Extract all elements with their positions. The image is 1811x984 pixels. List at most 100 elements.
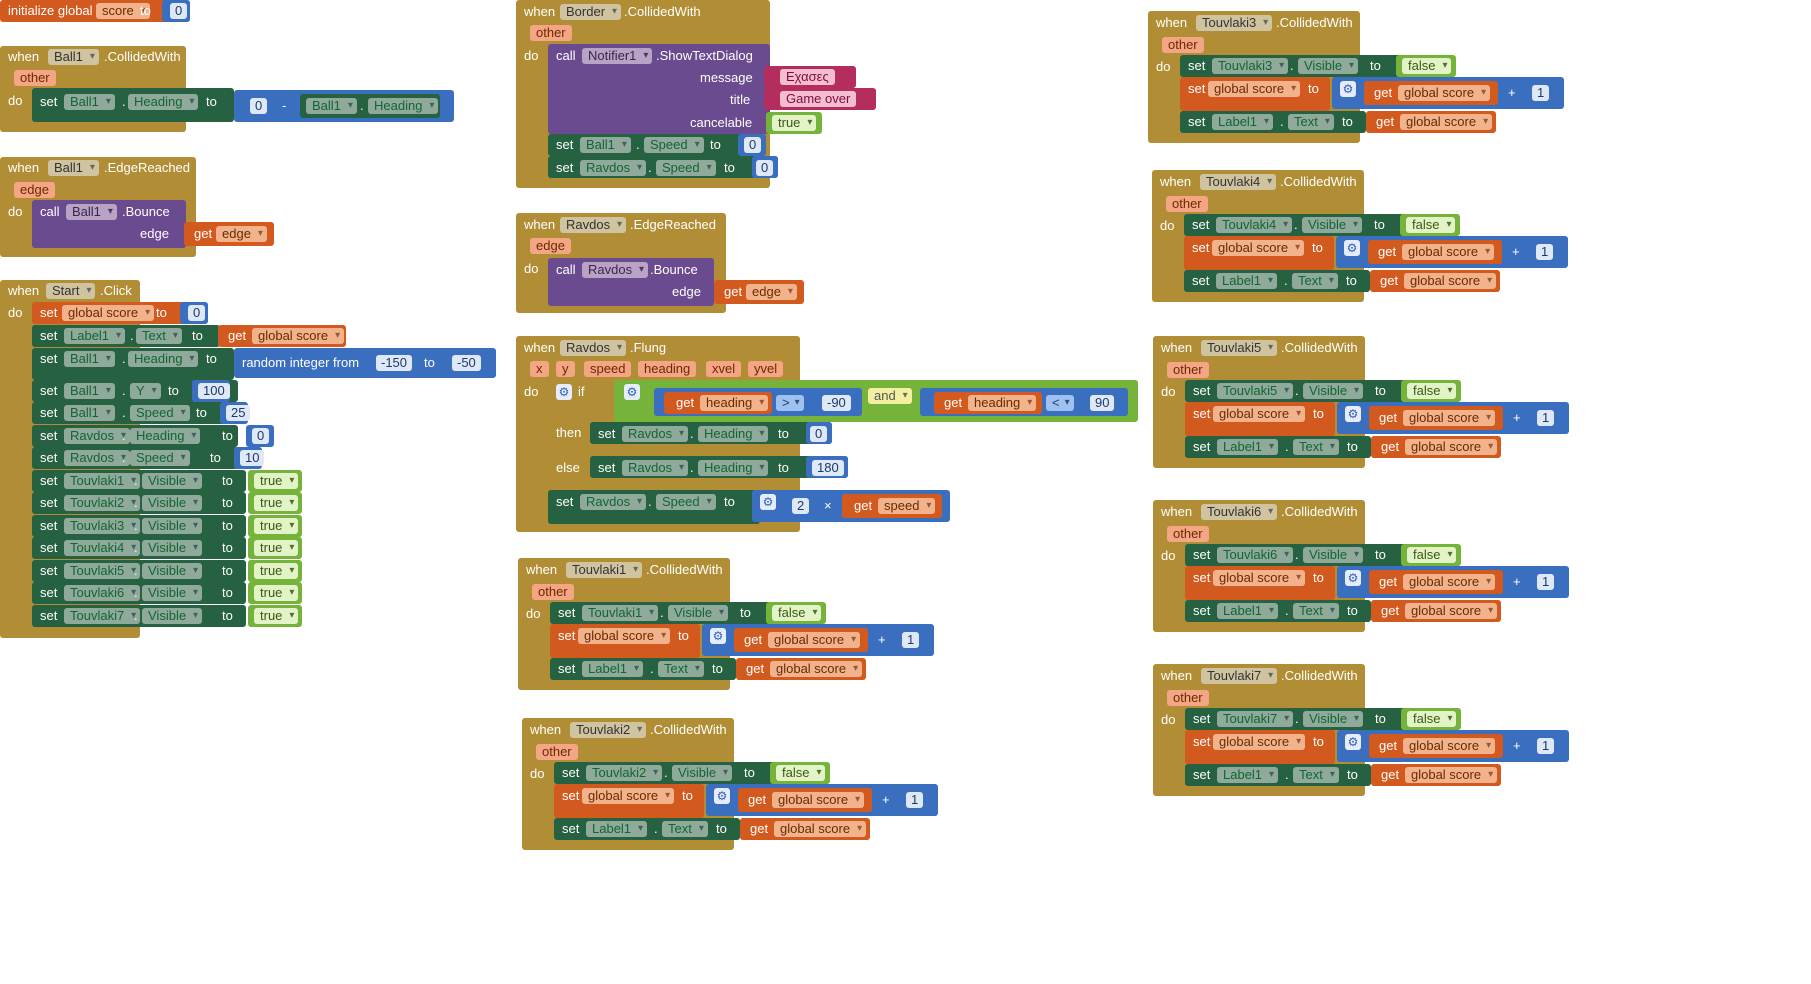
bool-dropdown[interactable]: true [254,563,299,579]
num-value[interactable]: 1 [1537,574,1555,590]
var-dropdown[interactable]: global score [578,628,671,644]
property-dropdown[interactable]: Heading [128,351,199,367]
property-dropdown[interactable]: Speed [656,160,716,176]
property-dropdown[interactable]: Text [658,661,704,677]
mutator-gear-icon[interactable]: ⚙ [1345,406,1361,422]
bool-dropdown[interactable]: true [772,115,817,131]
component-dropdown[interactable]: Label1 [1216,273,1278,289]
var-dropdown[interactable]: heading [968,395,1037,411]
num-value[interactable]: 25 [226,405,251,421]
var-dropdown[interactable]: global score [1403,574,1496,590]
property-dropdown[interactable]: Visible [1298,58,1359,74]
var-dropdown[interactable]: heading [700,395,769,411]
property-dropdown[interactable]: Speed [656,494,716,510]
property-dropdown[interactable]: Visible [142,563,203,579]
mutator-gear-icon[interactable]: ⚙ [1344,240,1360,256]
component-dropdown[interactable]: Ball1 [64,351,115,367]
compare-dropdown[interactable]: < [1046,395,1074,411]
property-dropdown[interactable]: Heading [368,98,439,114]
component-dropdown[interactable]: Touvlaki4 [1200,174,1277,190]
component-dropdown[interactable]: Touvlaki7 [1217,711,1294,727]
component-dropdown[interactable]: Ball1 [48,160,99,176]
property-dropdown[interactable]: Text [662,821,708,837]
var-dropdown[interactable]: global score [252,328,345,344]
num-value[interactable]: 0 [756,160,774,176]
init-var-dropdown[interactable]: score [96,3,150,19]
component-dropdown[interactable]: Touvlaki7 [64,608,141,624]
component-dropdown[interactable]: Ravdos [582,262,649,278]
component-dropdown[interactable]: Touvlaki5 [1201,340,1278,356]
num-value[interactable]: 0 [810,426,828,442]
property-dropdown[interactable]: Visible [1303,547,1364,563]
property-dropdown[interactable]: Y [130,383,161,399]
mutator-gear-icon[interactable]: ⚙ [624,384,640,400]
component-dropdown[interactable]: Ball1 [64,383,115,399]
mutator-gear-icon[interactable]: ⚙ [714,788,730,804]
component-dropdown[interactable]: Touvlaki2 [570,722,647,738]
component-dropdown[interactable]: Touvlaki2 [586,765,663,781]
component-dropdown[interactable]: Ravdos [622,426,689,442]
component-dropdown[interactable]: Touvlaki5 [1217,383,1294,399]
property-dropdown[interactable]: Text [1293,767,1339,783]
var-dropdown[interactable]: global score [772,792,865,808]
num-value[interactable]: 1 [902,632,920,648]
component-dropdown[interactable]: Label1 [1217,439,1279,455]
property-dropdown[interactable]: Heading [698,426,769,442]
num-value[interactable]: 10 [240,450,265,466]
num-value[interactable]: -50 [452,355,481,371]
property-dropdown[interactable]: Visible [142,495,203,511]
var-dropdown[interactable]: global score [1403,410,1496,426]
property-dropdown[interactable]: Visible [142,608,203,624]
property-dropdown[interactable]: Visible [1303,383,1364,399]
mutator-gear-icon[interactable]: ⚙ [1345,734,1361,750]
property-dropdown[interactable]: Heading [130,428,201,444]
num-value[interactable]: 2 [792,498,810,514]
num-value[interactable]: 90 [1090,395,1115,411]
string-value[interactable]: Game over [780,91,857,107]
var-dropdown[interactable]: global score [1398,85,1491,101]
property-dropdown[interactable]: Visible [668,605,729,621]
bool-dropdown[interactable]: false [1407,711,1457,727]
property-dropdown[interactable]: Visible [672,765,733,781]
component-dropdown[interactable]: Touvlaki3 [1196,15,1273,31]
component-dropdown[interactable]: Label1 [1217,603,1279,619]
component-dropdown[interactable]: Touvlaki4 [64,540,141,556]
bool-dropdown[interactable]: true [254,495,299,511]
bool-dropdown[interactable]: true [254,518,299,534]
component-dropdown[interactable]: Ravdos [622,460,689,476]
component-dropdown[interactable]: Ravdos [560,340,627,356]
bool-dropdown[interactable]: false [1402,58,1452,74]
num-value[interactable]: 0 [252,428,270,444]
var-dropdown[interactable]: global score [1405,603,1498,619]
num-value[interactable]: 1 [1532,85,1550,101]
component-dropdown[interactable]: Ravdos [64,428,131,444]
num-value[interactable]: 180 [812,460,844,476]
property-dropdown[interactable]: Text [1288,114,1334,130]
property-dropdown[interactable]: Text [1293,603,1339,619]
component-dropdown[interactable]: Touvlaki4 [1216,217,1293,233]
component-dropdown[interactable]: Ball1 [64,94,115,110]
component-dropdown[interactable]: Touvlaki2 [64,495,141,511]
bool-dropdown[interactable]: false [1406,217,1456,233]
component-dropdown[interactable]: Touvlaki6 [1201,504,1278,520]
num-value[interactable]: -90 [822,395,851,411]
component-dropdown[interactable]: Label1 [582,661,644,677]
and-dropdown[interactable]: and [868,388,912,404]
num-value[interactable]: 1 [906,792,924,808]
component-dropdown[interactable]: Ball1 [580,137,631,153]
mutator-gear-icon[interactable]: ⚙ [1345,570,1361,586]
property-dropdown[interactable]: Visible [142,473,203,489]
component-dropdown[interactable]: Touvlaki6 [64,585,141,601]
component-dropdown[interactable]: Ravdos [580,494,647,510]
var-dropdown[interactable]: speed [878,498,936,514]
var-dropdown[interactable]: global score [1208,81,1301,97]
component-dropdown[interactable]: Touvlaki7 [1201,668,1278,684]
num-value[interactable]: 0 [744,137,762,153]
component-dropdown[interactable]: Label1 [64,328,126,344]
var-dropdown[interactable]: global score [1212,240,1305,256]
var-dropdown[interactable]: global score [1213,406,1306,422]
var-dropdown[interactable]: global score [1400,114,1493,130]
property-dropdown[interactable]: Visible [1302,217,1363,233]
var-dropdown[interactable]: global score [1213,570,1306,586]
